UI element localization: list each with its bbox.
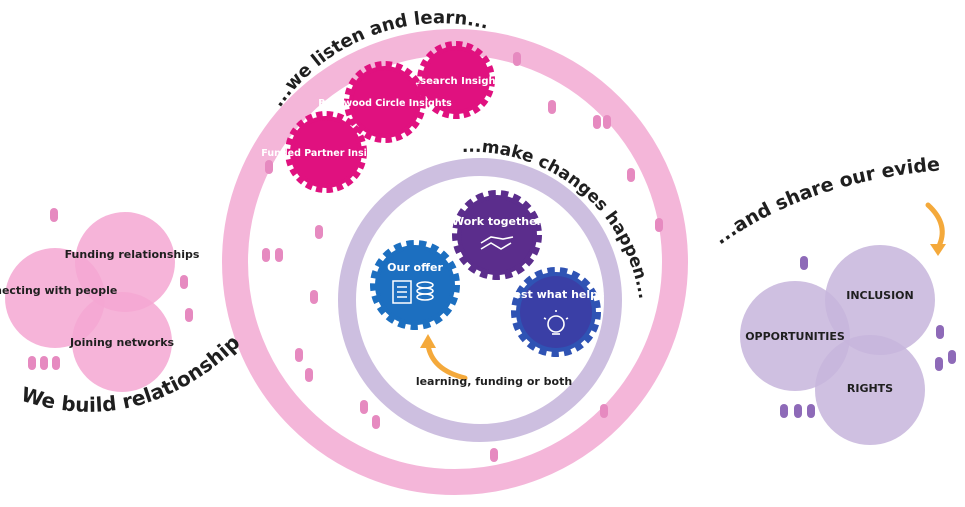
- documents-and-coins-icon: [392, 280, 434, 304]
- svg-text:Barnwood Circle Insights: Barnwood Circle Insights: [318, 98, 452, 109]
- right-circle-2-label: OPPORTUNITIES: [745, 330, 845, 343]
- gear-barnwood-circle-insights: Barnwood Circle Insights: [318, 61, 452, 143]
- left-circle-2-label: Funding relationships: [65, 248, 200, 261]
- svg-text:Research Insights: Research Insights: [406, 76, 507, 87]
- right-venn: INCLUSION OPPORTUNITIES RIGHTS: [740, 245, 935, 445]
- left-circle-3-label: Joining networks: [69, 336, 175, 349]
- right-arrow: [925, 202, 945, 251]
- handshake-icon: [480, 236, 514, 250]
- gear-our-offer: Our offer: [370, 240, 460, 330]
- inner-note: learning, funding or both: [416, 375, 572, 388]
- right-circle-1-label: INCLUSION: [846, 289, 914, 302]
- people-icons-purple: [780, 256, 956, 418]
- svg-text:Funded Partner Insights: Funded Partner Insights: [261, 148, 391, 159]
- left-venn: Connecting with people Funding relations…: [0, 212, 200, 392]
- inner-arrow-head: [420, 334, 436, 348]
- right-circle-3-label: RIGHTS: [847, 382, 893, 395]
- left-circle-1-label: Connecting with people: [0, 284, 117, 297]
- gear-research-insights: Research Insights: [406, 41, 507, 119]
- svg-text:Work together: Work together: [452, 215, 543, 228]
- gear-work-together: Work together: [452, 190, 543, 280]
- svg-text:Funding relationships: Funding relationships: [65, 248, 200, 261]
- svg-text:Joining networks: Joining networks: [69, 336, 175, 349]
- right-arrow-head: [930, 244, 946, 256]
- gear-test-what-helps: Test what helps: [507, 267, 605, 357]
- people-icons-pink: [28, 52, 663, 462]
- lightbulb-icon: [543, 310, 569, 335]
- gear-funded-partner-insights: Funded Partner Insights: [261, 111, 391, 193]
- inner-arrow: [425, 342, 468, 381]
- outer-ring: [222, 29, 688, 495]
- svg-text:Our offer: Our offer: [387, 261, 443, 274]
- svg-text:Connecting with people: Connecting with people: [0, 284, 117, 297]
- svg-text:Test what helps: Test what helps: [507, 288, 605, 301]
- inner-ring: [338, 158, 622, 442]
